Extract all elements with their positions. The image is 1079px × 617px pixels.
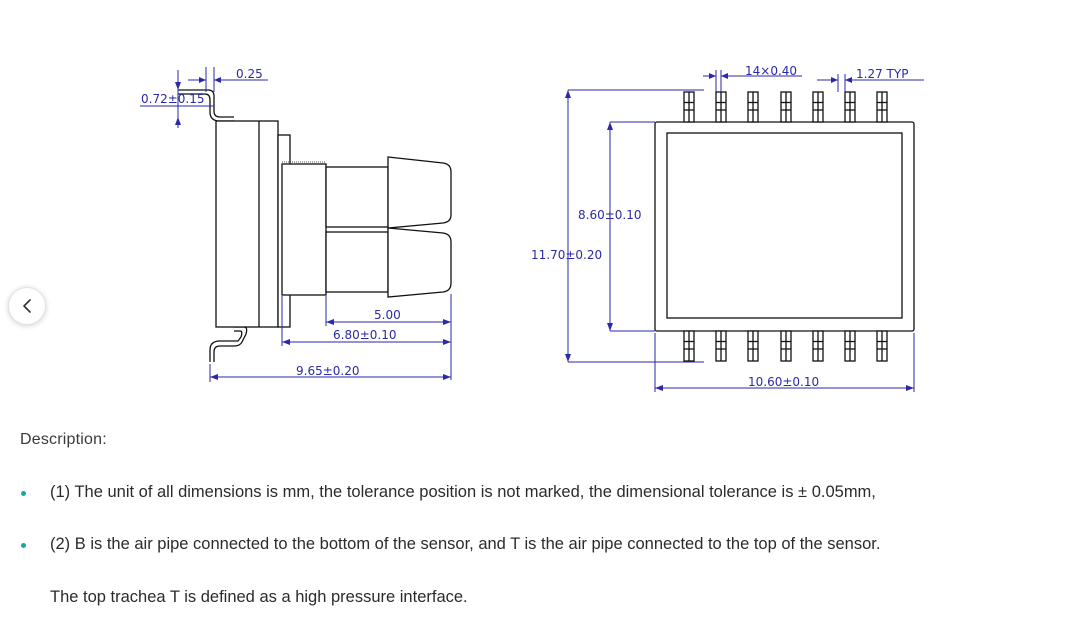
description-continuation: The top trachea T is defined as a high p… [50, 588, 468, 606]
pin-bottom-1 [683, 330, 695, 362]
pin-top-2 [715, 91, 727, 123]
dim-standoff: 0.72±0.15 [141, 92, 205, 106]
chevron-left-icon [23, 299, 31, 313]
pin-top-3 [747, 91, 759, 123]
pin-bottom-7 [876, 330, 888, 362]
dim-overall-width: 9.65±0.20 [296, 364, 360, 378]
pin-bottom-2 [715, 330, 727, 362]
dim-body-width: 6.80±0.10 [333, 328, 397, 342]
pin-bottom-6 [844, 330, 856, 362]
pin-top-7 [876, 91, 888, 123]
pin-bottom-4 [780, 330, 792, 362]
description-heading: Description: [20, 431, 107, 448]
dim-body-length: 8.60±0.10 [578, 208, 642, 222]
bullet-1 [21, 491, 26, 496]
side-view: 0.25 0.72±0.15 5.00 6.80±0.10 9.65±0.20 [140, 67, 452, 382]
pin-top-1 [683, 91, 695, 123]
package-drawing: 0.25 0.72±0.15 5.00 6.80±0.10 9.65±0.20 [140, 64, 924, 392]
pin-top-5 [812, 91, 824, 123]
pin-top-6 [844, 91, 856, 123]
description-item-1: (1) The unit of all dimensions is mm, th… [50, 483, 876, 501]
bullet-2 [21, 543, 26, 548]
pin-bottom-5 [812, 330, 824, 362]
pin-top-4 [780, 91, 792, 123]
dim-body-width-top: 10.60±0.10 [748, 375, 819, 389]
dim-pin-width: 14×0.40 [745, 64, 797, 78]
dim-pipe-length: 5.00 [374, 308, 401, 322]
dim-pitch: 1.27 TYP [856, 67, 908, 81]
top-view: 14×0.40 1.27 TYP 11.70±0.20 8.60±0.10 10… [531, 64, 924, 392]
dim-overall-length: 11.70±0.20 [531, 248, 602, 262]
pin-bottom-3 [747, 330, 759, 362]
pins-top-row [683, 91, 888, 123]
dim-lead-thickness: 0.25 [236, 67, 263, 81]
previous-button[interactable] [8, 287, 46, 325]
pins-bottom-row [683, 330, 888, 362]
description-item-2: (2) B is the air pipe connected to the b… [50, 535, 881, 553]
